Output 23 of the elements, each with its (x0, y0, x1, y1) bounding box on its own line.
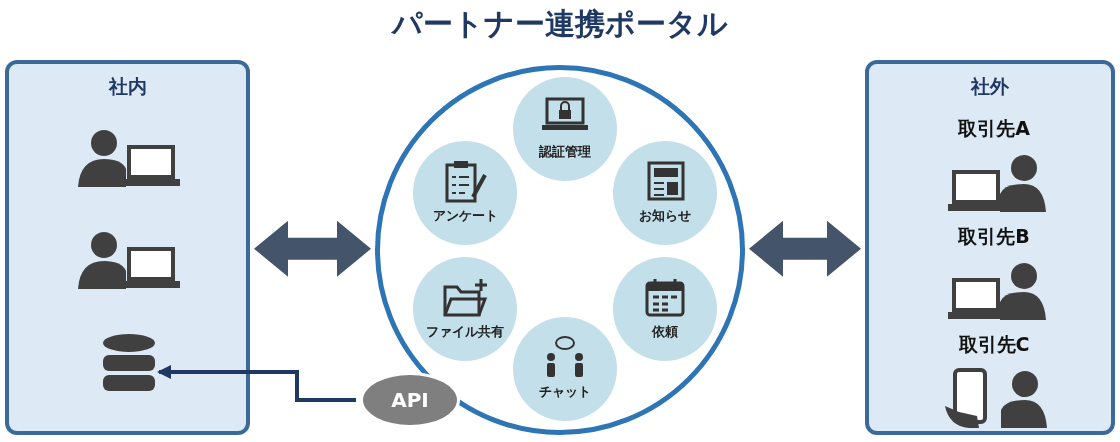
feature-label: ファイル共有 (425, 323, 505, 341)
partner-label: 取引先C (957, 332, 1031, 357)
title: パートナー連携ポータル (390, 5, 729, 43)
feature-label: アンケート (431, 207, 499, 225)
partner-label: 取引先B (957, 224, 1031, 249)
feature-label: お知らせ (638, 207, 692, 225)
double-arrow (749, 220, 861, 277)
feature-circle (613, 257, 717, 361)
feature-label: 依頼 (650, 323, 679, 341)
double-arrow (254, 220, 371, 277)
api-label: API (390, 388, 430, 412)
group-panel (865, 60, 1115, 435)
partner-label: 取引先A (957, 116, 1031, 141)
group-panel (5, 60, 250, 435)
group-title: 社外 (969, 74, 1010, 99)
feature-circle (513, 317, 617, 421)
portal-circle (375, 65, 745, 435)
group-title: 社内 (107, 74, 148, 99)
feature-circle (613, 141, 717, 245)
feature-circle (513, 77, 617, 181)
arrow (157, 365, 356, 402)
feature-label: 認証管理 (538, 143, 592, 161)
feature-label: チャット (538, 383, 592, 401)
